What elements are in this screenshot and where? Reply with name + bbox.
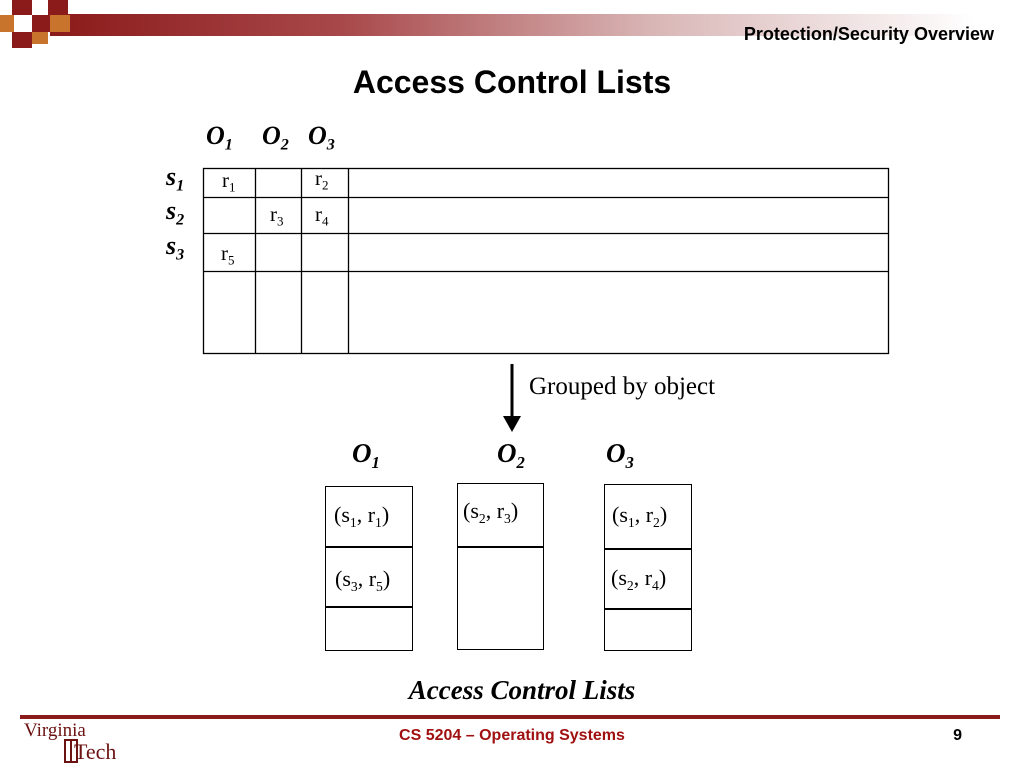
acl-list-o3 (604, 484, 692, 651)
column-header-o1: O1 (206, 121, 233, 154)
arrow-label: Grouped by object (529, 373, 716, 400)
row-header-s3: s3 (166, 231, 185, 264)
row-header-s2: s2 (166, 196, 185, 229)
acl-entry: (s2, r4) (611, 565, 667, 593)
list-title-o2: O2 (497, 438, 525, 472)
logo-word-tech: Tech (74, 739, 117, 764)
acl-list-o1 (325, 486, 413, 651)
row-header-s1: s1 (166, 162, 185, 195)
matrix-cell-s2-o2: r3 (270, 202, 284, 229)
matrix-cell-s1-o3: r2 (315, 166, 329, 193)
matrix-cell-s3-o1: r5 (221, 241, 235, 268)
acl-entry: (s1, r1) (334, 502, 390, 530)
header-title: Protection/Security Overview (743, 24, 994, 44)
acl-entry: (s3, r5) (335, 566, 391, 594)
university-logo: Virginia Tech (24, 720, 136, 766)
diagram-caption: Access Control Lists (408, 675, 636, 705)
column-header-o2: O2 (262, 121, 289, 154)
list-divider (604, 548, 692, 550)
footer-course: CS 5204 – Operating Systems (399, 727, 625, 744)
acl-entry: (s1, r2) (612, 502, 668, 530)
acl-list-o2 (457, 483, 544, 650)
logo-shield-icon (64, 739, 78, 763)
page-number: 9 (953, 727, 962, 744)
list-divider (457, 546, 543, 548)
matrix-cell-s2-o3: r4 (315, 202, 329, 229)
down-arrow-icon (503, 364, 521, 432)
logo-word-virginia: Virginia (24, 720, 86, 741)
column-header-o3: O3 (308, 121, 335, 154)
footer-divider (20, 715, 1000, 719)
acl-entry: (s2, r3) (463, 498, 519, 526)
list-divider (604, 608, 692, 610)
slide-title: Access Control Lists (352, 64, 672, 100)
list-title-o1: O1 (352, 438, 380, 472)
list-divider (325, 546, 413, 548)
matrix-cell-s1-o1: r1 (222, 168, 236, 195)
list-title-o3: O3 (606, 438, 634, 472)
header-gradient-bar (50, 14, 1024, 36)
list-divider (325, 606, 413, 608)
